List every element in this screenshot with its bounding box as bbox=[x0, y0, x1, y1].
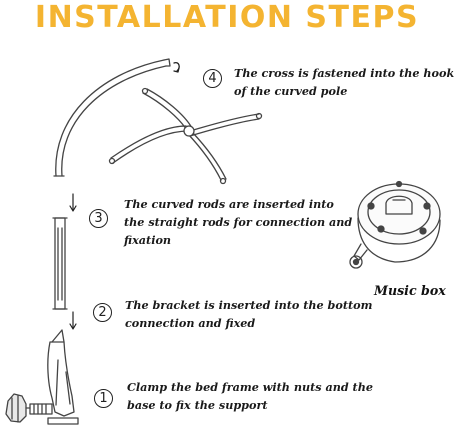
bed-clamp-base-icon bbox=[29, 329, 79, 425]
step-1-text: Clamp the bed frame with nuts and the ba… bbox=[127, 378, 373, 414]
curved-pole-icon bbox=[53, 58, 171, 177]
straight-rod-icon bbox=[52, 217, 68, 310]
step-3-line-1: The curved rods are inserted into bbox=[124, 197, 334, 211]
step-1-line-1: Clamp the bed frame with nuts and the bbox=[127, 380, 373, 394]
step-number-3: 3 bbox=[89, 209, 108, 228]
step-2-line-1: The bracket is inserted into the bottom bbox=[125, 298, 373, 312]
down-arrow-icon bbox=[69, 193, 77, 330]
step-3-line-3: fixation bbox=[124, 233, 172, 247]
step-4-text: The cross is fastened into the hook of t… bbox=[234, 64, 454, 100]
step-number-2: 2 bbox=[93, 303, 112, 322]
step-3-text: The curved rods are inserted into the st… bbox=[124, 195, 352, 249]
cross-arms-icon bbox=[108, 87, 263, 185]
step-2-text: The bracket is inserted into the bottom … bbox=[125, 296, 372, 332]
music-box-icon bbox=[349, 180, 441, 269]
step-4-line-1: The cross is fastened into the hook bbox=[234, 66, 454, 80]
clamp-knob-icon bbox=[5, 393, 31, 423]
step-number-1: 1 bbox=[94, 389, 113, 408]
page-title: INSTALLATION STEPS bbox=[34, 0, 420, 35]
rotate-arrow-icon bbox=[173, 61, 180, 73]
step-1-line-2: base to fix the support bbox=[127, 398, 268, 412]
step-number-4: 4 bbox=[203, 69, 222, 88]
music-box-label: Music box bbox=[374, 283, 446, 298]
step-4-line-2: of the curved pole bbox=[234, 84, 348, 98]
step-2-line-2: connection and fixed bbox=[125, 316, 256, 330]
step-3-line-2: the straight rods for connection and bbox=[124, 215, 353, 229]
